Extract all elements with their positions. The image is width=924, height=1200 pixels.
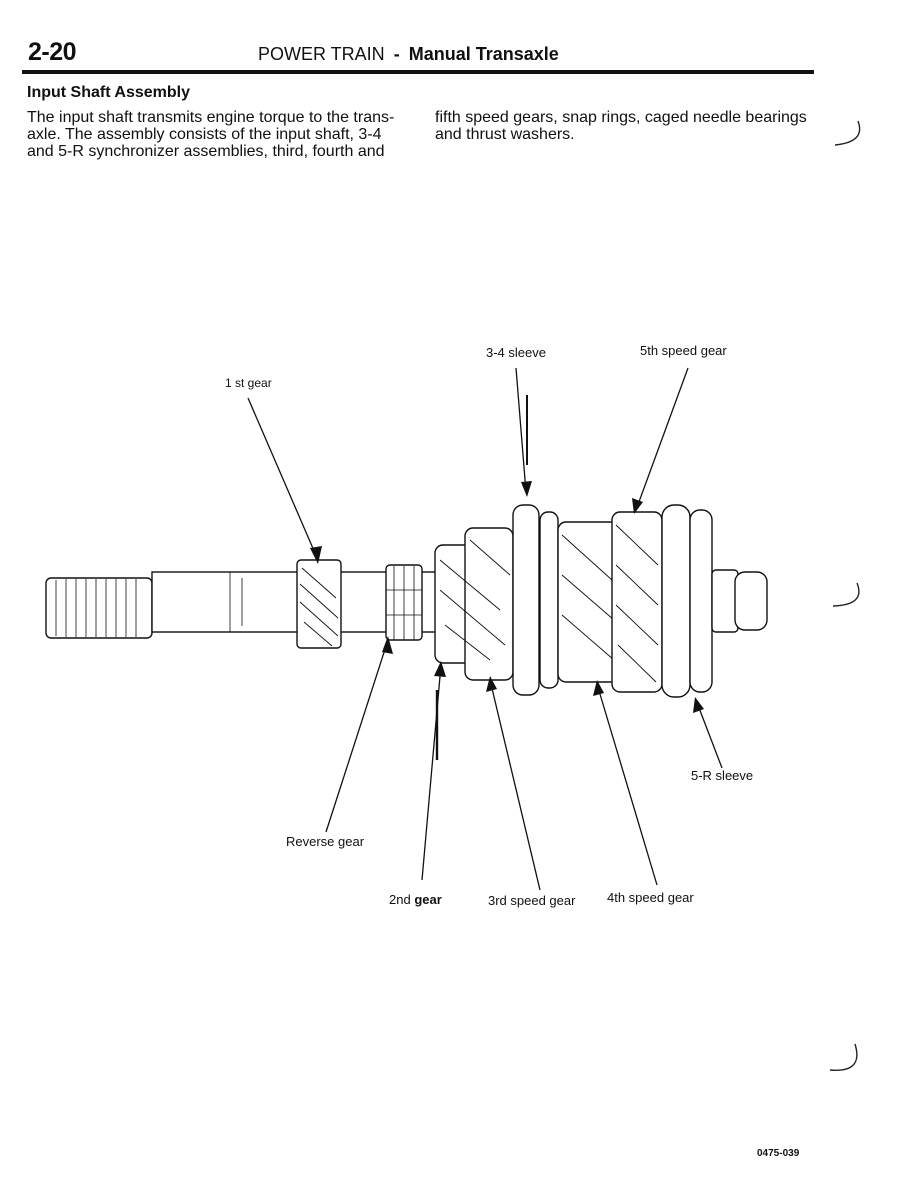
label-5th-speed-gear: 5th speed gear	[640, 343, 727, 358]
label-3rd-speed-gear: 3rd speed gear	[488, 893, 576, 908]
running-header: POWER TRAIN - Manual Transaxle	[258, 44, 559, 65]
label-2nd-gear-number: 2nd	[389, 892, 415, 907]
header-rule	[22, 70, 814, 74]
leader-fifth-gear	[635, 367, 689, 511]
third-gear	[464, 527, 514, 681]
figure-code: 0475-039	[757, 1148, 800, 1159]
leader-reverse-gear	[325, 639, 389, 833]
leader-third-gear	[489, 679, 541, 891]
sleeve-3-4	[512, 504, 540, 696]
subsection-title: Manual Transaxle	[408, 44, 559, 64]
header-separator: -	[393, 44, 400, 64]
label-2nd-gear-word: gear	[414, 892, 442, 907]
paragraph-left-column: The input shaft transmits engine torque …	[27, 109, 395, 160]
label-1st-gear: 1 st gear	[225, 376, 272, 390]
sleeve-5-r	[661, 504, 691, 698]
leader-sleeve-5-r	[695, 699, 723, 769]
fourth-gear	[557, 521, 619, 683]
label-3-4-sleeve: 3-4 sleeve	[486, 345, 546, 360]
label-5-r-sleeve: 5-R sleeve	[691, 768, 754, 783]
label-4th-speed-gear: 4th speed gear	[607, 890, 694, 905]
section-heading: Input Shaft Assembly	[27, 84, 190, 101]
leader-first-gear	[247, 397, 319, 561]
leader-fourth-gear	[596, 683, 658, 886]
label-reverse-gear: Reverse gear	[286, 834, 365, 849]
paragraph-right-column: fifth speed gears, snap rings, caged nee…	[435, 109, 807, 143]
leader-sleeve-3-4	[515, 367, 527, 493]
shaft-hub	[734, 571, 768, 631]
label-2nd-gear: 2nd gear	[389, 892, 442, 907]
section-title: POWER TRAIN	[258, 44, 385, 64]
page-number: 2-20	[28, 38, 77, 66]
